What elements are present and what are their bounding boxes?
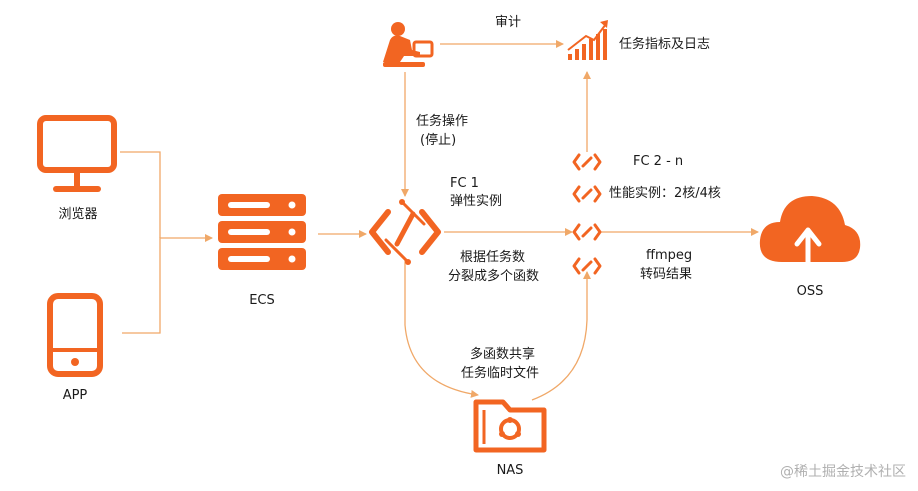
shared-label-line2: 任务临时文件 bbox=[461, 366, 540, 381]
fc2-label-line1: FC 2 - n bbox=[633, 154, 684, 169]
nas-label: NAS bbox=[496, 463, 524, 478]
nas-folder-icon bbox=[473, 399, 547, 453]
fc2-icon-3 bbox=[572, 223, 602, 241]
edge-fc1-to-nas bbox=[404, 260, 479, 398]
fc2-icon-4 bbox=[572, 257, 602, 275]
bar-chart-icon bbox=[567, 20, 608, 60]
fc2-label-line2: 性能实例：2核/4核 bbox=[609, 186, 721, 201]
app-label: APP bbox=[62, 388, 88, 403]
fc2-icon-2 bbox=[572, 185, 602, 203]
split-label-line1: 根据任务数 bbox=[460, 250, 526, 265]
browser-label: 浏览器 bbox=[58, 207, 98, 222]
shared-label-line1: 多函数共享 bbox=[470, 347, 536, 362]
ffmpeg-label-line1: ffmpeg bbox=[646, 248, 693, 263]
task-op-label-line2: (停止) bbox=[420, 133, 457, 148]
edge-nas-to-fc2 bbox=[531, 271, 591, 401]
connectors bbox=[120, 40, 759, 401]
edge-browser-to-ecs bbox=[120, 151, 161, 238]
split-label-line2: 分裂成多个函数 bbox=[448, 269, 540, 284]
fc1-label-line2: 弹性实例 bbox=[450, 194, 503, 209]
fc2-icon-1 bbox=[572, 153, 602, 171]
ffmpeg-label-line2: 转码结果 bbox=[640, 267, 693, 282]
edge-app-to-ecs bbox=[122, 234, 213, 334]
server-icon bbox=[218, 194, 306, 270]
user-laptop-icon bbox=[383, 22, 434, 67]
oss-label: OSS bbox=[796, 284, 824, 299]
function-icon bbox=[369, 199, 441, 265]
phone-icon bbox=[47, 293, 103, 377]
metrics-label: 任务指标及日志 bbox=[619, 37, 711, 52]
ecs-label: ECS bbox=[249, 293, 275, 308]
fc1-label-line1: FC 1 bbox=[450, 176, 479, 191]
watermark: @稀土掘金技术社区 bbox=[780, 464, 906, 480]
task-op-label-line1: 任务操作 bbox=[416, 114, 469, 129]
audit-label: 审计 bbox=[495, 15, 522, 30]
monitor-icon bbox=[37, 115, 117, 192]
cloud-upload-icon bbox=[759, 196, 861, 265]
